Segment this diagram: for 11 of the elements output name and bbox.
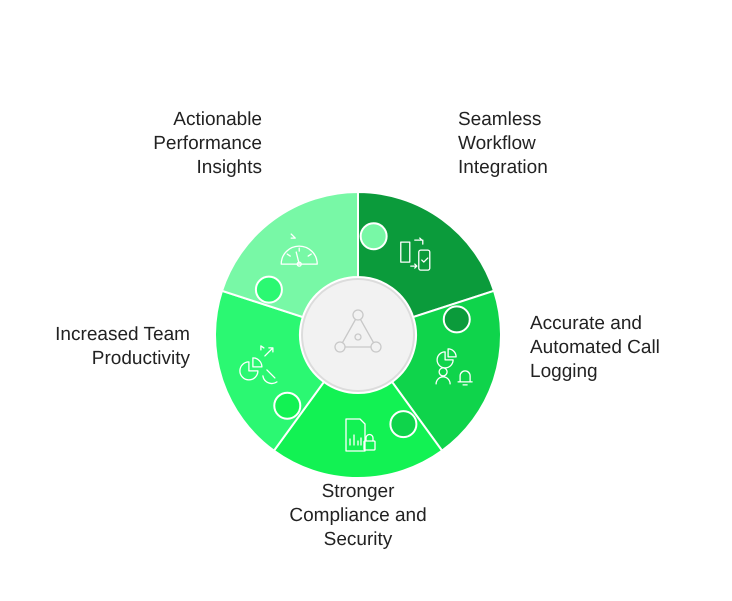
piece-label: Increased Team Productivity bbox=[54, 323, 190, 371]
center-circle bbox=[301, 278, 415, 392]
puzzle-piece bbox=[214, 290, 325, 452]
puzzle-piece bbox=[357, 191, 495, 318]
puzzle-piece bbox=[272, 380, 444, 479]
piece-label: Actionable Performance Insights bbox=[152, 108, 262, 180]
piece-label: Seamless Workflow Integration bbox=[458, 108, 549, 180]
puzzle-piece bbox=[221, 191, 359, 318]
puzzle-piece bbox=[391, 290, 502, 452]
piece-label: Accurate and Automated Call Logging bbox=[530, 312, 661, 384]
piece-label: Stronger Compliance and Security bbox=[288, 480, 428, 552]
